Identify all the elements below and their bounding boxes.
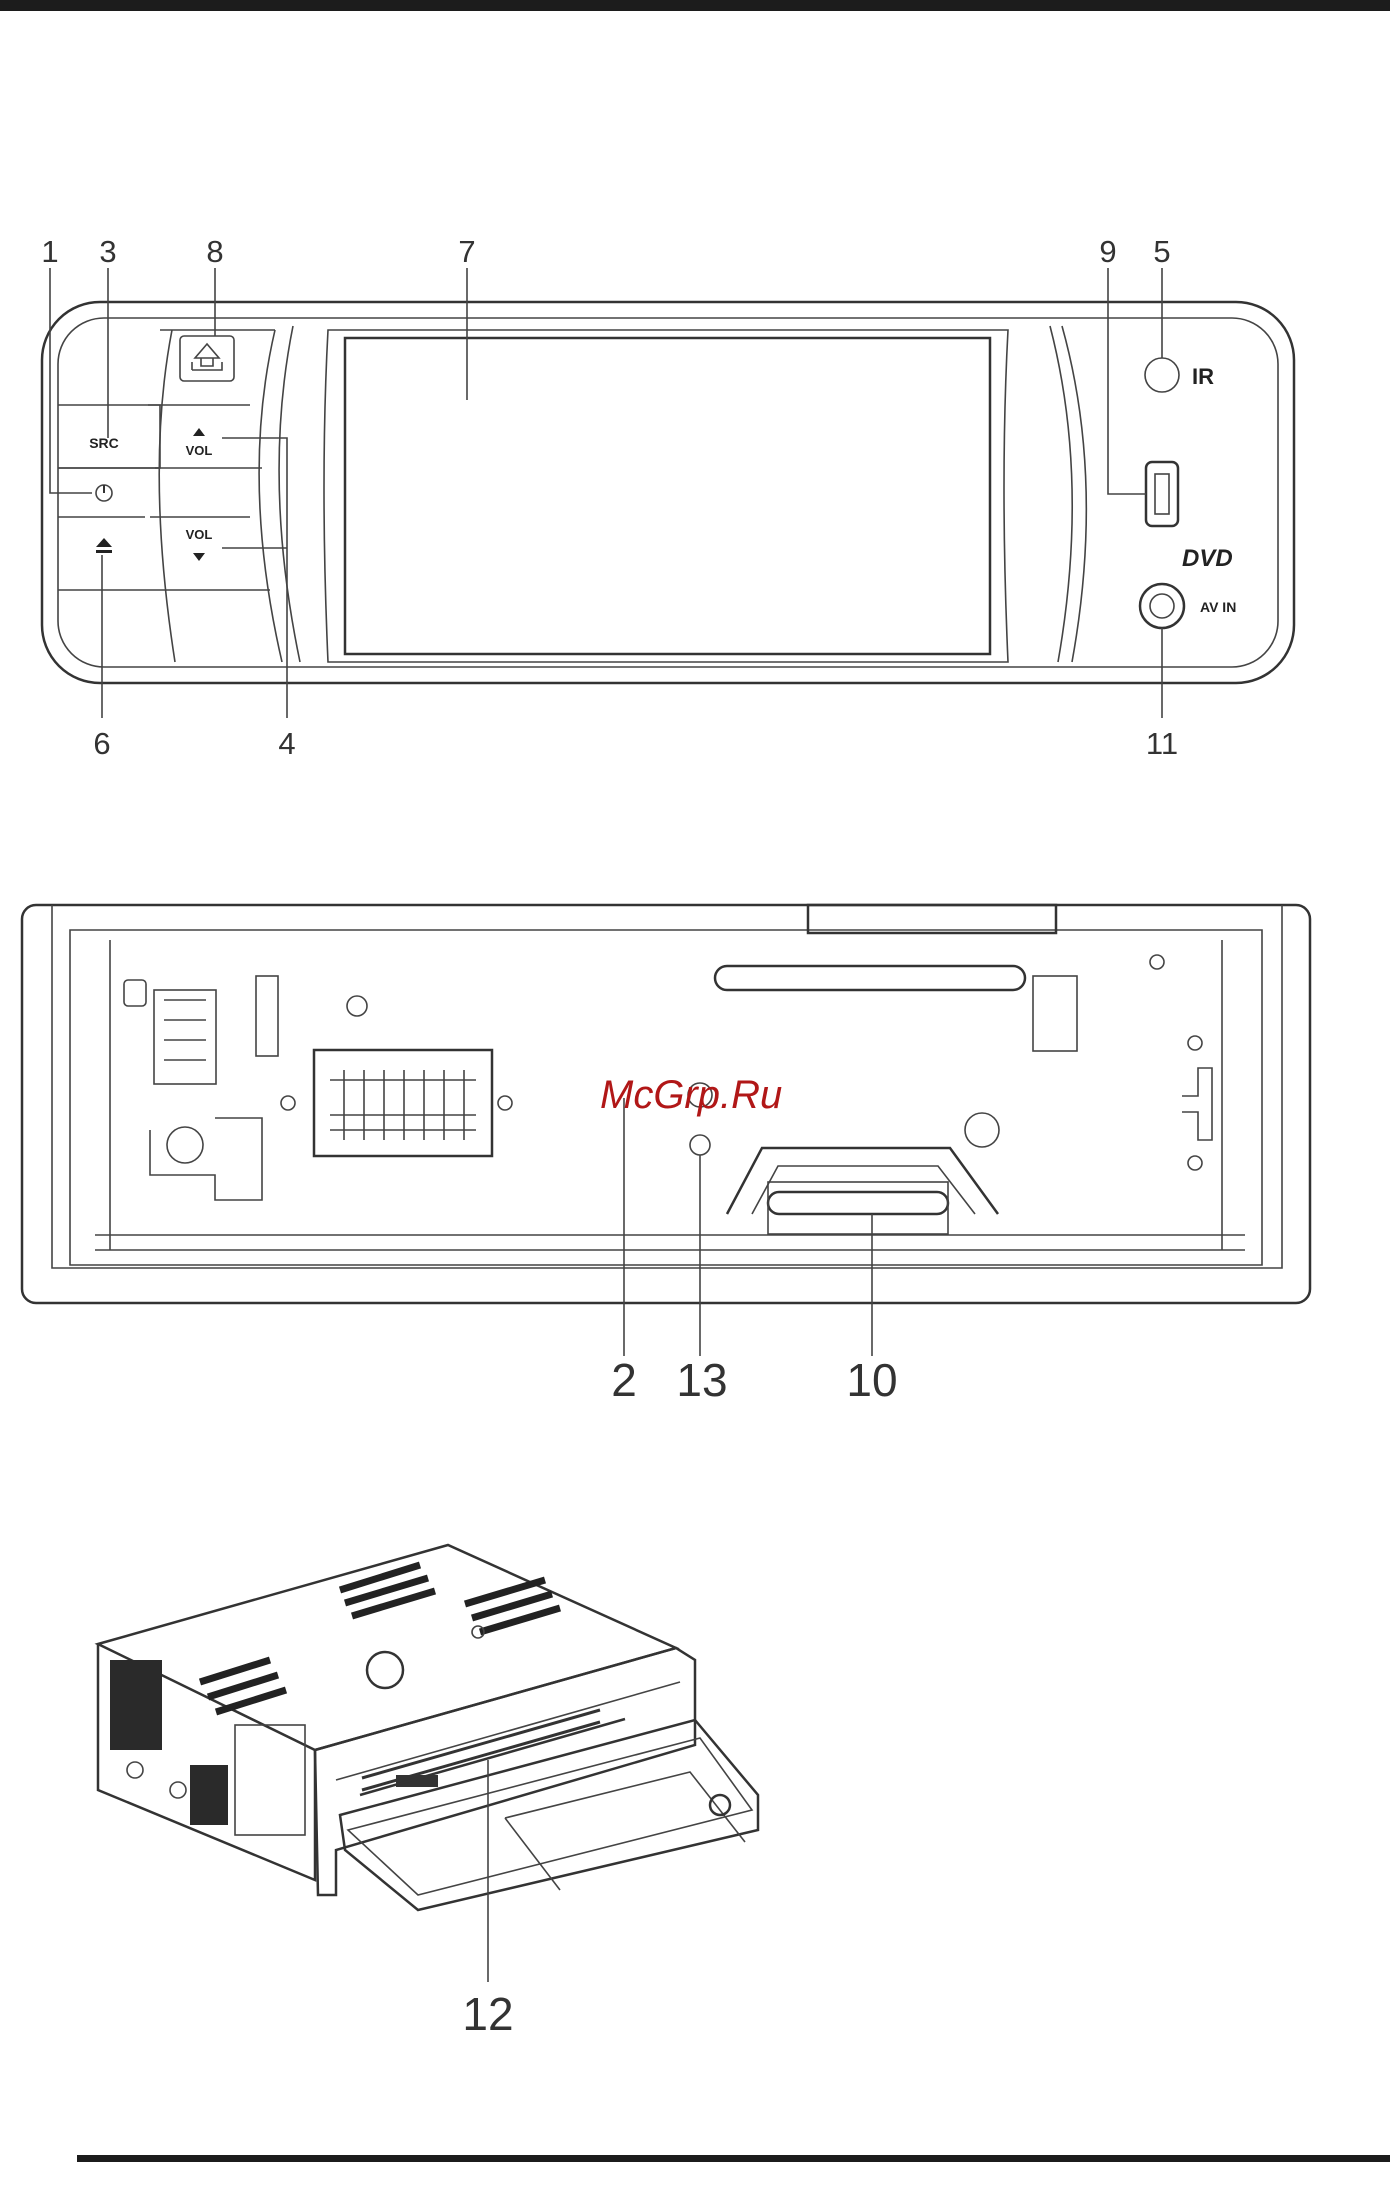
vol-up-label: VOL (186, 443, 213, 458)
power-button[interactable] (96, 485, 112, 501)
ir-label: IR (1192, 364, 1214, 389)
callout-12: 12 (462, 1988, 513, 2040)
card-slot (727, 1148, 998, 1234)
callout-7: 7 (458, 234, 475, 269)
release-button[interactable] (180, 336, 234, 381)
point-13 (690, 1135, 710, 1155)
src-button[interactable]: SRC (89, 435, 119, 451)
main-connector (314, 1050, 492, 1156)
button-cluster (58, 326, 300, 662)
eject-button[interactable] (96, 538, 112, 553)
up-arrow-icon (193, 428, 205, 436)
disc-slot-12 (360, 1719, 625, 1795)
top-tab (808, 905, 1056, 933)
callout-10: 10 (846, 1354, 897, 1406)
callout-1: 1 (41, 234, 58, 269)
callout-5: 5 (1153, 234, 1170, 269)
vol-down-label: VOL (186, 527, 213, 542)
bezel-inner (58, 318, 1278, 667)
unit-isometric-figure: 12 (98, 1545, 758, 2040)
connector-a (154, 990, 216, 1084)
right-arc-outer (1050, 326, 1072, 662)
eject-icon (96, 538, 112, 547)
leader-4 (222, 438, 287, 718)
callout-4: 4 (278, 726, 295, 761)
rear-chassis-figure: McGrp.Ru 2 13 10 (22, 905, 1310, 1406)
callout-8: 8 (206, 234, 223, 269)
callout-9: 9 (1099, 234, 1116, 269)
down-arrow-icon (193, 553, 205, 561)
disc-slot (715, 966, 1025, 990)
vol-down-button[interactable]: VOL (186, 527, 213, 561)
callout-3: 3 (99, 234, 116, 269)
vol-up-button[interactable]: VOL (186, 428, 213, 458)
av-in-jack[interactable]: AV IN (1140, 584, 1236, 628)
watermark: McGrp.Ru (600, 1073, 782, 1117)
top-vents (200, 1565, 560, 1712)
dvd-logo: DVD (1182, 545, 1233, 572)
callout-13: 13 (676, 1354, 727, 1406)
leader-1 (50, 268, 92, 493)
av-in-label: AV IN (1200, 599, 1236, 615)
callout-6: 6 (93, 726, 110, 761)
antenna-connector (150, 1118, 262, 1200)
usb-port[interactable] (1146, 462, 1178, 526)
callout-11: 11 (1146, 726, 1178, 761)
callout-2: 2 (611, 1354, 637, 1406)
ir-sensor: IR (1145, 358, 1214, 392)
bezel-outer (42, 302, 1294, 683)
display-screen (324, 330, 1008, 662)
front-panel-figure: SRC VOL VOL (41, 234, 1294, 761)
src-label: SRC (89, 435, 119, 451)
